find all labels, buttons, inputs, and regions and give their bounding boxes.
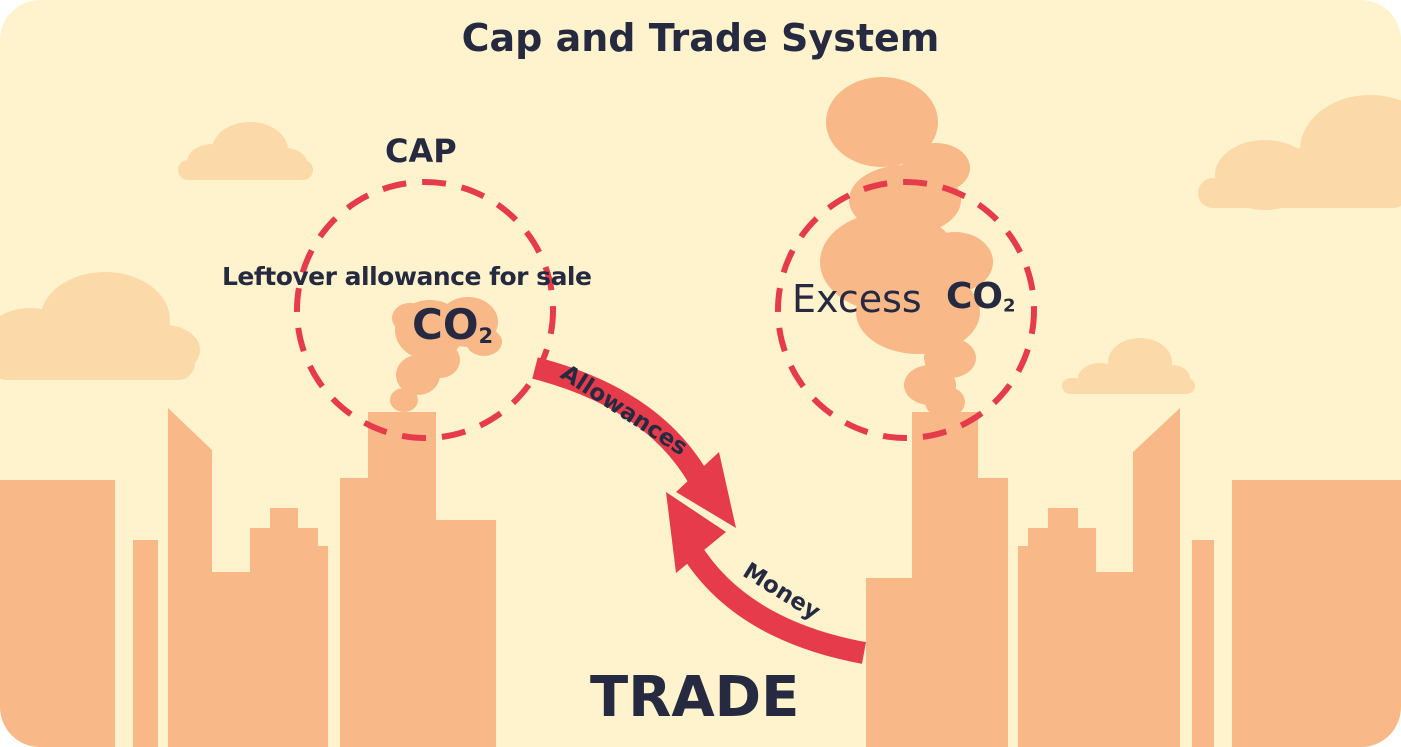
allowances-arrowhead (676, 452, 736, 528)
cloud-icon (1198, 95, 1401, 210)
co2-subscript: 2 (478, 324, 494, 349)
cloud-icon (0, 272, 200, 380)
excess-label: Excess (792, 277, 922, 321)
smoke-icon (390, 297, 502, 412)
smoke-icon (820, 77, 993, 418)
co2-text: CO (946, 276, 1004, 317)
money-arrowhead (666, 492, 726, 573)
co2-label-left: CO2 (412, 300, 493, 349)
left-factory (340, 412, 496, 747)
diagram-title: Cap and Trade System (461, 16, 940, 60)
money-arrow (680, 542, 867, 664)
co2-label-right: CO2 (946, 276, 1016, 317)
co2-text: CO (412, 300, 479, 349)
left-city-skyline (0, 408, 328, 747)
allowances-arrow (532, 357, 715, 496)
cap-circle-left (294, 179, 556, 441)
trade-label: TRADE (590, 665, 800, 730)
cloud-icon (178, 122, 313, 180)
right-city-skyline (1018, 408, 1401, 747)
leftover-allowance-label: Leftover allowance for sale (222, 262, 592, 291)
cloud-icon (1062, 338, 1195, 394)
right-factory (866, 412, 1008, 747)
cap-label: CAP (385, 132, 457, 170)
cap-circle-right (775, 179, 1037, 441)
co2-subscript: 2 (1003, 295, 1016, 317)
